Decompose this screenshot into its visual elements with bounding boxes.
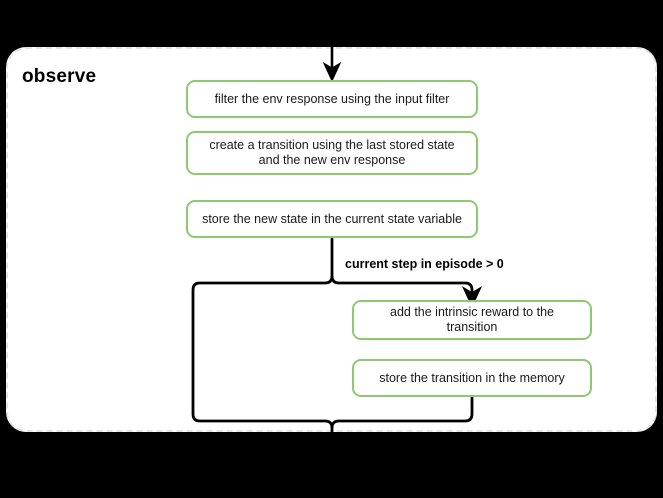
node-store-new-state[interactable]: store the new state in the current state… [186, 200, 478, 238]
node-filter-env-response[interactable]: filter the env response using the input … [186, 80, 478, 118]
node-label: create a transition using the last store… [209, 138, 455, 167]
node-label: filter the env response using the input … [214, 91, 450, 106]
node-create-transition[interactable]: create a transition using the last store… [186, 131, 478, 175]
group-title-observe: observe [22, 66, 97, 87]
node-label: store the transition in the memory [379, 370, 565, 385]
node-store-transition-memory[interactable]: store the transition in the memory [352, 359, 592, 397]
node-label: add the intrinsic reward to the transiti… [390, 305, 554, 334]
edge-label-condition: current step in episode > 0 [345, 257, 504, 271]
node-label: store the new state in the current state… [202, 211, 462, 226]
node-add-intrinsic-reward[interactable]: add the intrinsic reward to the transiti… [352, 300, 592, 340]
